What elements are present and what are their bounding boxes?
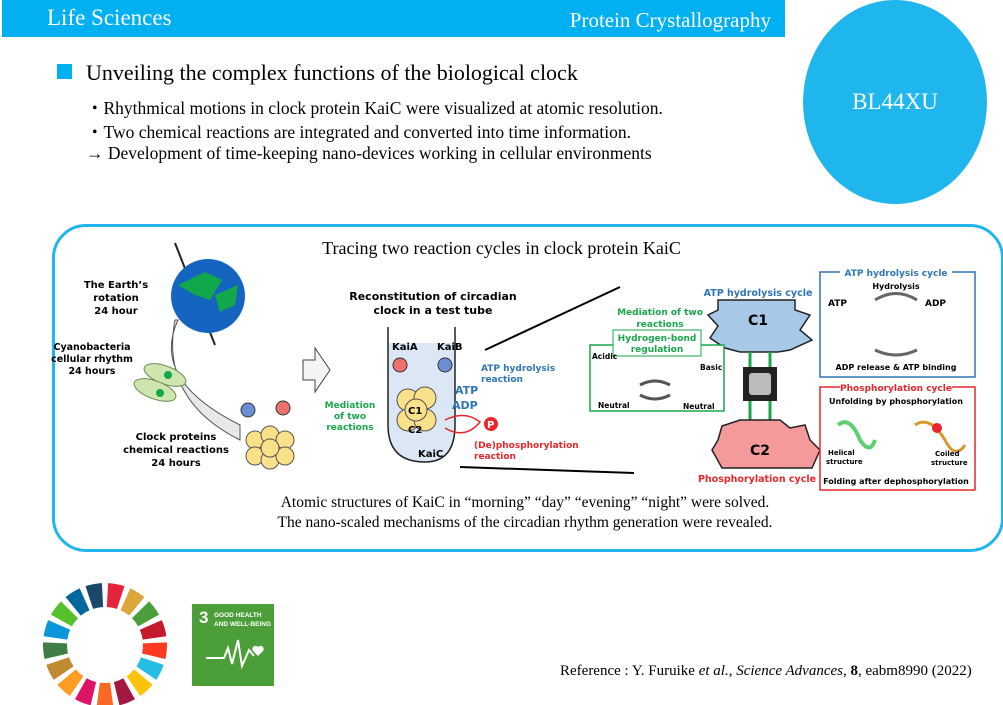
sdg-wheel-segment bbox=[113, 678, 135, 705]
bullet-2: ・Two chemical reactions are integrated a… bbox=[86, 122, 631, 142]
svg-text:ADP release & ATP binding: ADP release & ATP binding bbox=[836, 363, 957, 372]
reference: Reference : Y. Furuike et al., Science A… bbox=[560, 663, 972, 679]
svg-text:C1: C1 bbox=[748, 313, 768, 329]
header-bar: Life Sciences Protein Crystallography bbox=[2, 0, 785, 37]
sdg-wheel-segment bbox=[85, 583, 104, 609]
sdg-wheel-segment bbox=[139, 620, 167, 640]
svg-text:Phosphorylation cycle: Phosphorylation cycle bbox=[698, 474, 816, 485]
sdg-wheel-segment bbox=[50, 601, 79, 627]
kai-proteins-icon bbox=[240, 400, 295, 470]
svg-text:C2: C2 bbox=[750, 443, 770, 459]
svg-text:Hydrolysis: Hydrolysis bbox=[872, 282, 920, 291]
sdg-wheel-segment bbox=[120, 588, 145, 616]
svg-text:ATP hydrolysis cycle: ATP hydrolysis cycle bbox=[704, 288, 813, 299]
sdg-wheel-logo bbox=[43, 583, 167, 705]
caption-1: Atomic structures of KaiC in “morning” “… bbox=[280, 494, 770, 511]
phosphorylation-box: Phosphorylation cycle Unfolding by phosp… bbox=[819, 381, 976, 491]
sdg-wheel-segment bbox=[43, 620, 71, 640]
arrow-right-icon bbox=[302, 346, 331, 394]
heartbeat-icon bbox=[206, 639, 264, 670]
cyanobacteria-icon bbox=[133, 363, 187, 402]
headline: Unveiling the complex functions of the b… bbox=[86, 60, 578, 85]
sdg-wheel-segment bbox=[43, 642, 68, 659]
figure-panel bbox=[52, 224, 1003, 552]
c1-gear-icon bbox=[706, 299, 814, 353]
caption-2: The nano-scaled mechanisms of the circad… bbox=[277, 514, 773, 531]
sdg-wheel-segment bbox=[142, 642, 167, 659]
category-label: Life Sciences bbox=[47, 5, 172, 30]
bullet-square-icon bbox=[57, 64, 72, 79]
sdg3-logo: 3 GOOD HEALTH AND WELL-BEING bbox=[192, 604, 274, 686]
earth-icon bbox=[171, 242, 245, 346]
sdg-wheel-segment bbox=[131, 601, 160, 627]
sdg-wheel-segment bbox=[46, 657, 74, 680]
figure-title: Tracing two reaction cycles in clock pro… bbox=[322, 238, 681, 258]
sdg-wheel-segment bbox=[57, 669, 84, 697]
svg-text:P: P bbox=[487, 420, 494, 431]
sdg-wheel-segment bbox=[75, 678, 97, 705]
beamline-badge: BL44XU bbox=[803, 0, 987, 204]
svg-text:Folding after dephosphorylatio: Folding after dephosphorylation bbox=[823, 477, 969, 486]
sdg-wheel-segment bbox=[126, 669, 153, 697]
svg-text:ATP hydrolysis cycle: ATP hydrolysis cycle bbox=[844, 269, 947, 279]
sdg-wheel-segment bbox=[106, 583, 125, 609]
bullet-1: ・Rhythmical motions in clock protein Kai… bbox=[86, 98, 663, 118]
c2-gear-icon bbox=[711, 419, 821, 469]
sdg-wheel-segment bbox=[96, 682, 114, 705]
sdg-wheel-segment bbox=[136, 657, 164, 680]
sdg-wheel-segment bbox=[65, 588, 90, 616]
svg-text:Phosphorylation cycle: Phosphorylation cycle bbox=[840, 384, 952, 394]
bullet-3: → Development of time-keeping nano-devic… bbox=[86, 143, 652, 163]
field-label: Protein Crystallography bbox=[569, 8, 771, 32]
svg-text:Unfolding by phosphorylation: Unfolding by phosphorylation bbox=[829, 397, 963, 406]
